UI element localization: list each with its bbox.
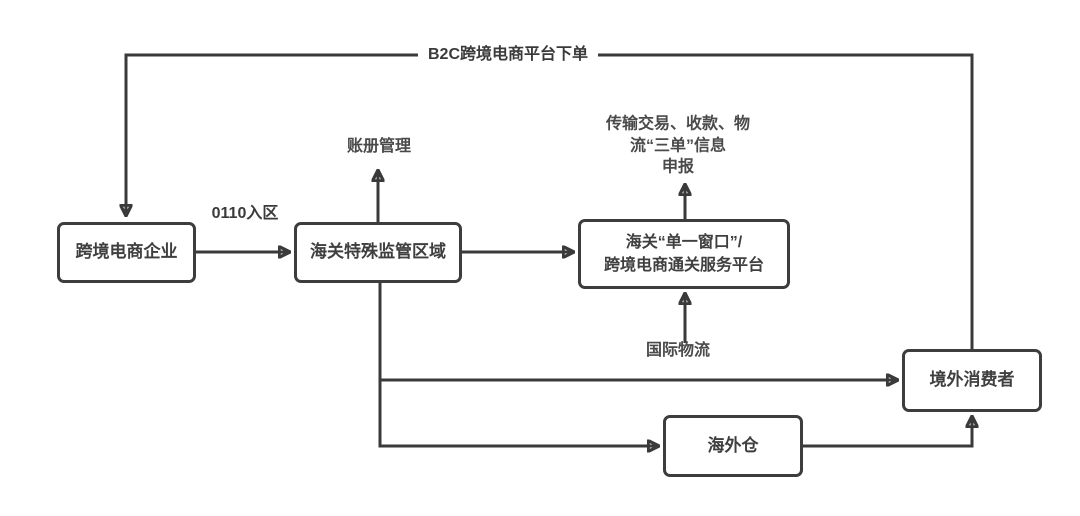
node-overseas-warehouse-label: 海外仓 xyxy=(707,435,759,455)
node-customs-zone-label: 海关特殊监管区域 xyxy=(310,242,446,262)
edge-zone-to-consumer xyxy=(378,283,898,380)
node-single-window-label-line2: 跨境电商通关服务平台 xyxy=(603,257,764,274)
label-three-docs-declare: 传输交易、收款、物 流“三单”信息 申报 xyxy=(606,114,750,179)
node-enterprise: 跨境电商企业 xyxy=(57,222,196,283)
label-three-docs-line1: 传输交易、收款、物 xyxy=(605,115,751,133)
label-three-docs-line2: 流“三单”信息 xyxy=(629,137,727,155)
node-overseas-warehouse: 海外仓 xyxy=(663,415,803,477)
label-b2c-order: B2C跨境电商平台下单 xyxy=(417,39,599,71)
label-ledger-management: 账册管理 xyxy=(346,138,412,156)
label-zone-entry: 0110入区 xyxy=(211,205,279,223)
label-intl-logistics: 国际物流 xyxy=(645,342,711,360)
label-three-docs-line3: 申报 xyxy=(661,158,695,176)
node-single-window-label-line1: 海关“单一窗口”/ xyxy=(625,233,743,251)
edge-zone-to-warehouse xyxy=(378,380,659,446)
node-single-window: 海关“单一窗口”/ 跨境电商通关服务平台 xyxy=(578,219,790,289)
node-enterprise-label: 跨境电商企业 xyxy=(75,242,178,262)
node-overseas-consumer-label: 境外消费者 xyxy=(929,370,1015,390)
node-overseas-consumer: 境外消费者 xyxy=(902,349,1042,412)
node-customs-zone: 海关特殊监管区域 xyxy=(294,222,462,283)
edge-b2c-order xyxy=(126,53,974,349)
edge-warehouse-to-consumer xyxy=(803,416,972,448)
